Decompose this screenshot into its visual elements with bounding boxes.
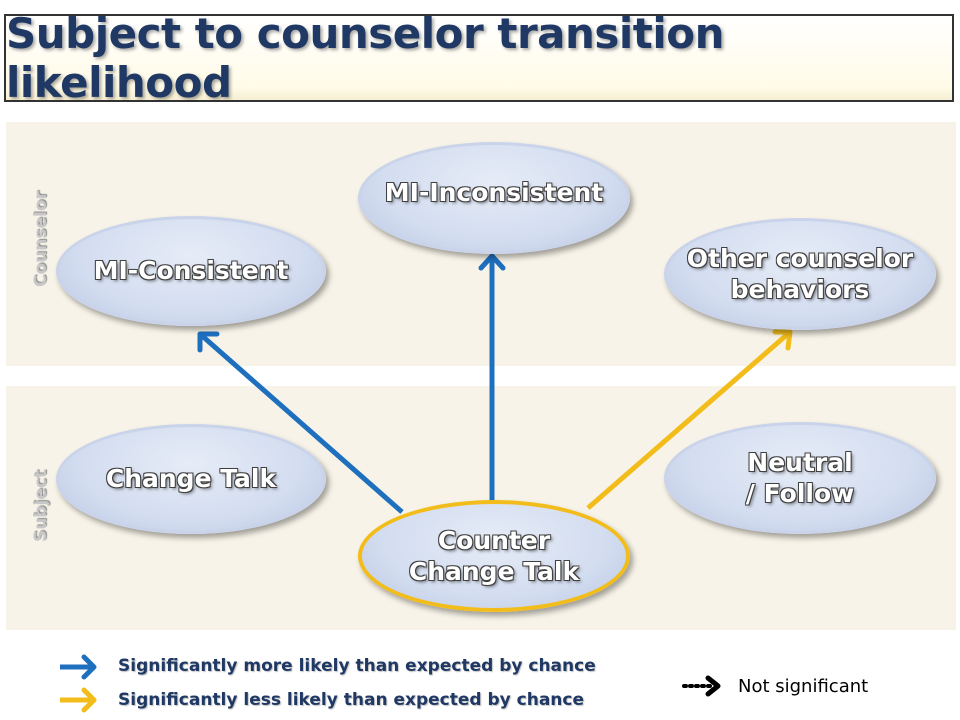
legend-arrow-yellow <box>60 687 97 713</box>
arrow-to-other-counselor <box>586 329 793 510</box>
node-other-counselor-behaviors: Other counselor behaviors <box>664 218 936 330</box>
arrow-to-mi-inconsistent <box>478 253 506 510</box>
node-counter-change-talk: Counter Change Talk <box>358 500 630 612</box>
legend-arrow-blue <box>60 654 97 680</box>
node-mi-consistent: MI-Consistent <box>56 216 326 326</box>
node-label: behaviors <box>730 275 870 304</box>
legend-less-likely: Significantly less likely than expected … <box>118 690 585 710</box>
legend-not-significant: Not significant <box>738 676 869 697</box>
node-label: Change Talk <box>105 464 277 494</box>
node-change-talk: Change Talk <box>56 424 326 534</box>
node-label: Change Talk <box>408 557 580 586</box>
node-label: MI-Consistent <box>93 256 289 286</box>
node-label: Other counselor <box>686 243 914 273</box>
arrow-to-mi-consistent <box>197 331 404 514</box>
node-label: Counter <box>437 525 551 555</box>
node-neutral-follow: Neutral / Follow <box>664 422 936 534</box>
node-label: MI-Inconsistent <box>384 178 604 208</box>
page-title: Subject to counselor transition likeliho… <box>6 9 725 107</box>
title-box: Subject to counselor transition likeliho… <box>4 9 954 107</box>
node-label: Neutral <box>747 447 853 477</box>
node-label: / Follow <box>745 479 855 508</box>
legend-arrow-dotted <box>682 675 721 697</box>
node-mi-inconsistent: MI-Inconsistent <box>358 142 630 254</box>
legend-more-likely: Significantly more likely than expected … <box>118 656 596 676</box>
